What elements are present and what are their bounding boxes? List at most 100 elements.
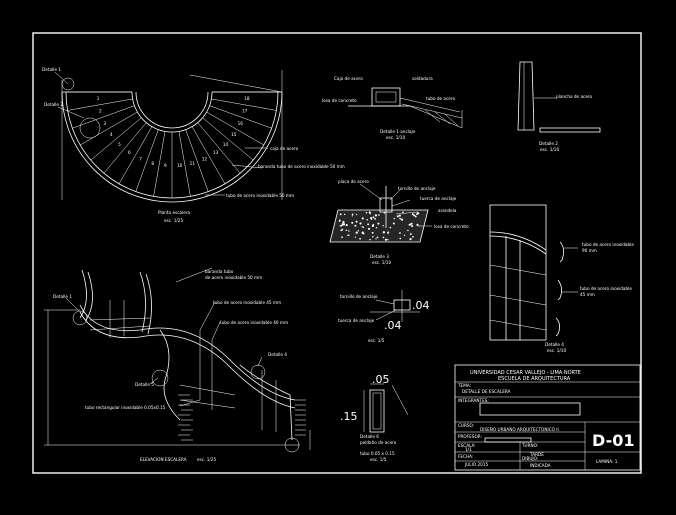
leader xyxy=(231,164,263,169)
plan-tread xyxy=(211,98,277,111)
elev-steps xyxy=(178,394,306,441)
d3-aggregate xyxy=(377,222,380,225)
d3-aggregate xyxy=(374,214,378,217)
plan-tread xyxy=(185,129,209,192)
elev-post-mid-2 xyxy=(145,273,152,335)
leader xyxy=(211,321,221,341)
elev-rail xyxy=(179,399,236,409)
tb-curso-label: CURSO: xyxy=(458,423,474,428)
elev-tubo45-label: tubo de acero inoxidable 45 mm xyxy=(213,300,281,305)
tb-frame xyxy=(454,364,641,471)
tb-profesor-label: PROFESOR: xyxy=(458,434,482,439)
elev-detalle5-label: Detalle 5 xyxy=(135,382,154,387)
d3-scale: esc. 1/10 xyxy=(372,260,391,265)
d4-profile-2 xyxy=(557,279,562,301)
d5-dim2: .04 xyxy=(384,319,402,332)
plan-tread xyxy=(103,122,147,174)
d3-aggregate xyxy=(340,224,343,227)
d3-aggregate xyxy=(365,211,368,214)
d4-tubo90-l2: 90 mm xyxy=(582,248,597,253)
detail-4-railing: tubo de acero inoxidable 90 mm tubo de a… xyxy=(489,204,634,353)
d4-profile-3 xyxy=(555,317,560,337)
d3-aggregate xyxy=(384,238,388,241)
detail-1-anchor: Caja de acero soldadura losa de concreto… xyxy=(322,76,463,140)
plan-step-number: 17 xyxy=(242,109,248,114)
plan-step-number: 15 xyxy=(231,132,237,137)
d3-aggregate xyxy=(392,222,395,225)
d3-concrete-texture xyxy=(338,211,420,241)
leader xyxy=(257,356,263,367)
elev-title: ELEVACION ESCALERA xyxy=(140,457,187,462)
d5-tornillo-label: tornillo de anclaje xyxy=(340,294,378,299)
d3-aggregate xyxy=(413,214,416,217)
d6-dim2: .15 xyxy=(340,410,358,423)
leader xyxy=(179,399,201,407)
d3-aggregate xyxy=(355,231,358,234)
plan-step-number: 5 xyxy=(118,142,121,147)
plan-tread xyxy=(72,105,135,129)
detail-6-section: .05 .15 Detalle 6 peldaño de acero tubo … xyxy=(340,373,409,462)
detail-2-plate: plancha de acero Detalle 2 esc. 1/10 xyxy=(517,61,601,152)
d1-hatch-line xyxy=(434,111,451,125)
plan-inner-arc-2 xyxy=(135,91,209,129)
elev-post-left xyxy=(79,269,87,319)
d3-aggregate xyxy=(387,231,389,233)
d3-aggregate xyxy=(339,213,342,216)
d3-aggregate xyxy=(359,222,362,225)
elev-detalle4-label: Detalle 4 xyxy=(268,352,287,357)
d6-tube-inner xyxy=(372,392,382,430)
title-block: UNIVERSIDAD CESAR VALLEJO - LIMA NORTE E… xyxy=(454,364,641,471)
plan-step-number: 14 xyxy=(223,142,229,147)
d3-aggregate xyxy=(348,230,350,232)
plan-tread xyxy=(135,129,159,192)
plan-step-number: 2 xyxy=(99,109,102,114)
plan-tread xyxy=(67,98,133,111)
d3-arandela-label: arandela xyxy=(438,208,457,213)
plan-dimension-line xyxy=(189,74,283,93)
d3-aggregate xyxy=(351,213,354,216)
elev-tubo40-label: tubo de acero inoxidable 40 mm xyxy=(220,320,288,325)
d3-aggregate xyxy=(399,217,401,220)
detail-5-bolt: tornillo de anclaje tuerca de anclaje .0… xyxy=(338,290,430,343)
plan-tread xyxy=(191,126,226,184)
plan-tread xyxy=(118,126,153,184)
d4-tubo90-l1: tubo de acero inoxidable xyxy=(582,242,634,247)
d3-aggregate xyxy=(409,237,412,241)
d4-tubo45-l2: 45 mm xyxy=(580,292,595,297)
elev-stringer xyxy=(159,329,181,421)
d4-rail-top xyxy=(489,231,547,251)
d1-losa-label: losa de concreto xyxy=(322,98,357,103)
d5-tuerca-label: tuerca de anclaje xyxy=(338,318,375,323)
plan-inner-arc xyxy=(131,91,213,133)
d3-aggregate xyxy=(357,230,360,232)
d4-tubo45-l1: tubo de acero inoxidable xyxy=(580,286,632,291)
d1-tubo-label: tubo de acero xyxy=(426,96,455,101)
d3-aggregate xyxy=(341,228,344,231)
leader xyxy=(375,299,395,305)
elev-columna-label: tubo rectangular inoxidable 0.05x0.15 xyxy=(85,405,166,410)
tb-dibujo-value: INDICADA xyxy=(530,463,551,468)
plan-step-number: 12 xyxy=(202,157,208,162)
d6-l3: tubo 0.05 x 0.15 xyxy=(360,451,395,456)
d3-aggregate xyxy=(399,232,401,234)
d3-aggregate xyxy=(354,224,357,227)
plan-step-number: 10 xyxy=(177,163,183,168)
d5-dim1: .04 xyxy=(412,299,430,312)
plan-detail-circle-1 xyxy=(61,77,75,91)
d3-aggregate xyxy=(382,231,386,234)
plan-tread xyxy=(197,122,241,174)
leader xyxy=(389,189,401,201)
plan-tread xyxy=(209,105,272,129)
d3-aggregate xyxy=(389,226,392,229)
d3-aggregate xyxy=(399,237,402,240)
d3-aggregate xyxy=(376,236,379,239)
d3-aggregate xyxy=(400,218,404,221)
d3-aggregate xyxy=(338,220,341,222)
d2-title: Detalle 2 xyxy=(539,141,558,146)
d3-aggregate xyxy=(372,216,375,219)
d3-aggregate xyxy=(375,226,378,229)
d3-aggregate xyxy=(378,214,380,216)
d3-aggregate xyxy=(361,217,364,220)
stair-elevation-view: baranda tubo de acero inoxidable 50 mm t… xyxy=(44,267,311,462)
